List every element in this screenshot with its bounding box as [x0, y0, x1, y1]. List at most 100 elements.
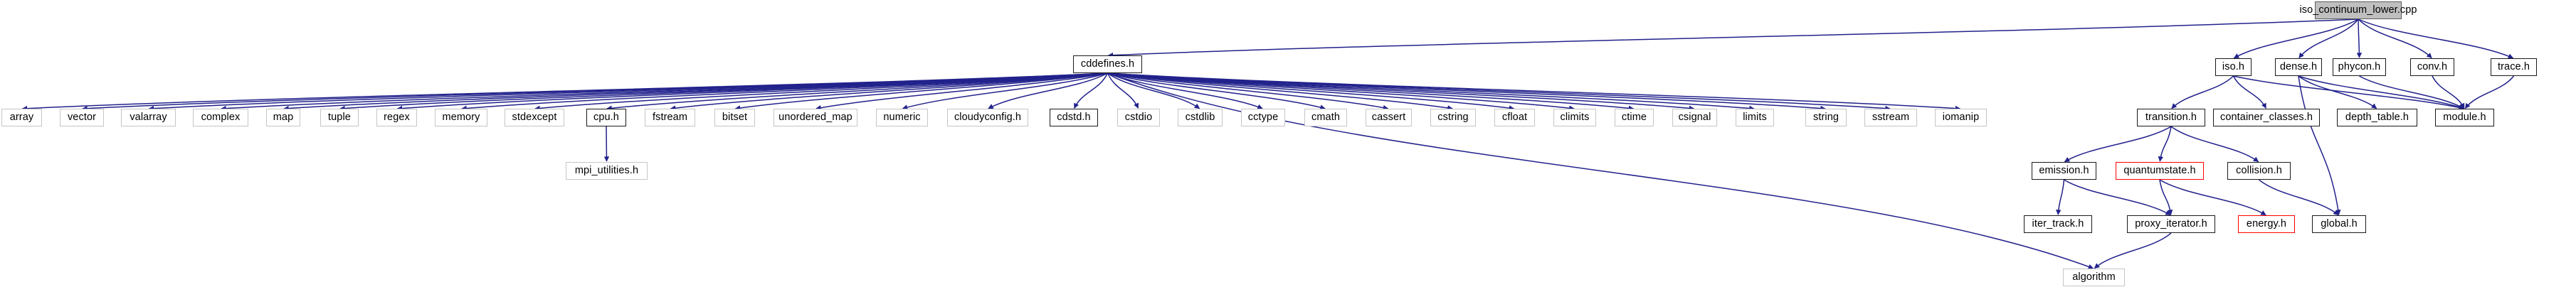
graph-node-ctime[interactable]: ctime: [1615, 109, 1654, 126]
graph-node-label: climits: [1560, 112, 1590, 124]
graph-node-complex[interactable]: complex: [193, 109, 248, 126]
graph-node-label: csignal: [1678, 112, 1711, 124]
graph-edge: [1107, 72, 1139, 109]
graph-node-map[interactable]: map: [266, 109, 300, 126]
graph-edge: [1107, 72, 1200, 109]
graph-node-label: cstring: [1437, 112, 1469, 124]
graph-node-regex[interactable]: regex: [376, 109, 417, 126]
graph-node-dense-h[interactable]: dense.h: [2275, 58, 2322, 76]
graph-node-label: global.h: [2321, 218, 2358, 230]
graph-node-fstream[interactable]: fstream: [645, 109, 695, 126]
graph-node-cpu-h[interactable]: cpu.h: [586, 109, 626, 126]
graph-node-label: dense.h: [2279, 61, 2318, 73]
graph-node-label: cstdio: [1124, 112, 1153, 124]
graph-edge: [1107, 72, 1961, 112]
graph-node-vector[interactable]: vector: [60, 109, 104, 126]
graph-node-label: map: [273, 112, 294, 124]
graph-node-container-classes-h[interactable]: container_classes.h: [2213, 109, 2320, 126]
graph-node-mpi-utilities-h[interactable]: mpi_utilities.h: [566, 162, 648, 180]
graph-edge: [21, 72, 1108, 112]
graph-edge: [2158, 126, 2172, 162]
graph-node-cfloat[interactable]: cfloat: [1494, 109, 1535, 126]
graph-node-label: proxy_iterator.h: [2135, 218, 2207, 230]
graph-node-cstring[interactable]: cstring: [1430, 109, 1476, 126]
graph-edge: [2298, 18, 2359, 59]
graph-edge: [1107, 72, 1891, 112]
graph-node-iso-h[interactable]: iso.h: [2215, 58, 2252, 76]
graph-node-label: emission.h: [2039, 165, 2089, 177]
graph-node-collision-h[interactable]: collision.h: [2227, 162, 2291, 180]
graph-node-emission-h[interactable]: emission.h: [2032, 162, 2096, 180]
graph-node-conv-h[interactable]: conv.h: [2410, 58, 2454, 76]
graph-node-transition-h[interactable]: transition.h: [2137, 109, 2205, 126]
graph-node-iomanip[interactable]: iomanip: [1935, 109, 1987, 126]
graph-edge: [670, 72, 1108, 111]
graph-node-label: energy.h: [2246, 218, 2287, 230]
graph-node-label: vector: [67, 112, 97, 124]
graph-edge: [2232, 75, 2266, 109]
graph-node-cstdlib[interactable]: cstdlib: [1178, 109, 1223, 126]
graph-edge: [2464, 75, 2515, 109]
graph-edge: [2159, 179, 2173, 215]
graph-node-tuple[interactable]: tuple: [320, 109, 359, 126]
graph-node-label: valarray: [130, 112, 167, 124]
graph-node-label: string: [1812, 112, 1839, 124]
graph-node-string[interactable]: string: [1805, 109, 1847, 126]
graph-node-label: phycon.h: [2338, 61, 2381, 73]
graph-edge: [2159, 179, 2266, 216]
graph-edge: [1107, 72, 1389, 111]
graph-node-label: cfloat: [1501, 112, 1528, 124]
graph-node-valarray[interactable]: valarray: [121, 109, 176, 126]
graph-node-cassert[interactable]: cassert: [1366, 109, 1412, 126]
graph-node-phycon-h[interactable]: phycon.h: [2333, 58, 2386, 76]
graph-node-trace-h[interactable]: trace.h: [2491, 58, 2537, 76]
graph-node-label: memory: [442, 112, 480, 124]
graph-node-label: mpi_utilities.h: [574, 165, 639, 177]
graph-edge: [2356, 18, 2363, 58]
graph-edge: [2064, 126, 2172, 163]
graph-node-csignal[interactable]: csignal: [1672, 109, 1717, 126]
graph-node-limits[interactable]: limits: [1736, 109, 1774, 126]
graph-edge: [606, 72, 1108, 111]
graph-node-array[interactable]: array: [1, 109, 42, 126]
graph-node-numeric[interactable]: numeric: [876, 109, 928, 126]
graph-node-cctype[interactable]: cctype: [1241, 109, 1285, 126]
graph-node-bitset[interactable]: bitset: [714, 109, 755, 126]
graph-node-label: complex: [201, 112, 241, 124]
graph-node-cmath[interactable]: cmath: [1304, 109, 1347, 126]
graph-node-quantumstate-h[interactable]: quantumstate.h: [2116, 162, 2204, 180]
graph-node-cloudyconfig-h[interactable]: cloudyconfig.h: [947, 109, 1028, 126]
graph-node-label: iter_track.h: [2032, 218, 2084, 230]
graph-node-label: stdexcept: [512, 112, 557, 124]
graph-node-stdexcept[interactable]: stdexcept: [505, 109, 564, 126]
graph-node-label: trace.h: [2497, 61, 2530, 73]
graph-node-sstream[interactable]: sstream: [1864, 109, 1917, 126]
graph-edge: [734, 72, 1108, 111]
graph-node-cstdio[interactable]: cstdio: [1117, 109, 1160, 126]
graph-node-depth-table-h[interactable]: depth_table.h: [2337, 109, 2417, 126]
graph-edge: [2064, 179, 2171, 216]
graph-edge: [2055, 179, 2065, 215]
graph-node-module-h[interactable]: module.h: [2435, 109, 2494, 126]
graph-edge: [82, 72, 1108, 112]
graph-node-energy-h[interactable]: energy.h: [2238, 215, 2295, 233]
graph-node-label: module.h: [2443, 112, 2486, 124]
graph-edge: [2094, 232, 2172, 269]
graph-node-unordered-map[interactable]: unordered_map: [774, 109, 857, 126]
graph-node-label: algorithm: [2072, 271, 2116, 283]
graph-node-climits[interactable]: climits: [1553, 109, 1596, 126]
graph-node-label: fstream: [652, 112, 688, 124]
graph-node-label: collision.h: [2236, 165, 2282, 177]
graph-node-iso-continuum-lower-cpp[interactable]: iso_continuum_lower.cpp: [2299, 1, 2417, 19]
graph-node-iter-track-h[interactable]: iter_track.h: [2024, 215, 2092, 233]
graph-edge: [461, 72, 1108, 112]
graph-node-cdstd-h[interactable]: cdstd.h: [1050, 109, 1098, 126]
graph-node-global-h[interactable]: global.h: [2312, 215, 2366, 233]
graph-node-algorithm[interactable]: algorithm: [2063, 269, 2125, 286]
graph-node-memory[interactable]: memory: [435, 109, 487, 126]
graph-node-cddefines-h[interactable]: cddefines.h: [1073, 55, 1142, 73]
graph-edge: [1107, 72, 1515, 111]
graph-node-label: numeric: [883, 112, 921, 124]
graph-edge: [2171, 75, 2234, 109]
graph-node-proxy-iterator-h[interactable]: proxy_iterator.h: [2127, 215, 2215, 233]
